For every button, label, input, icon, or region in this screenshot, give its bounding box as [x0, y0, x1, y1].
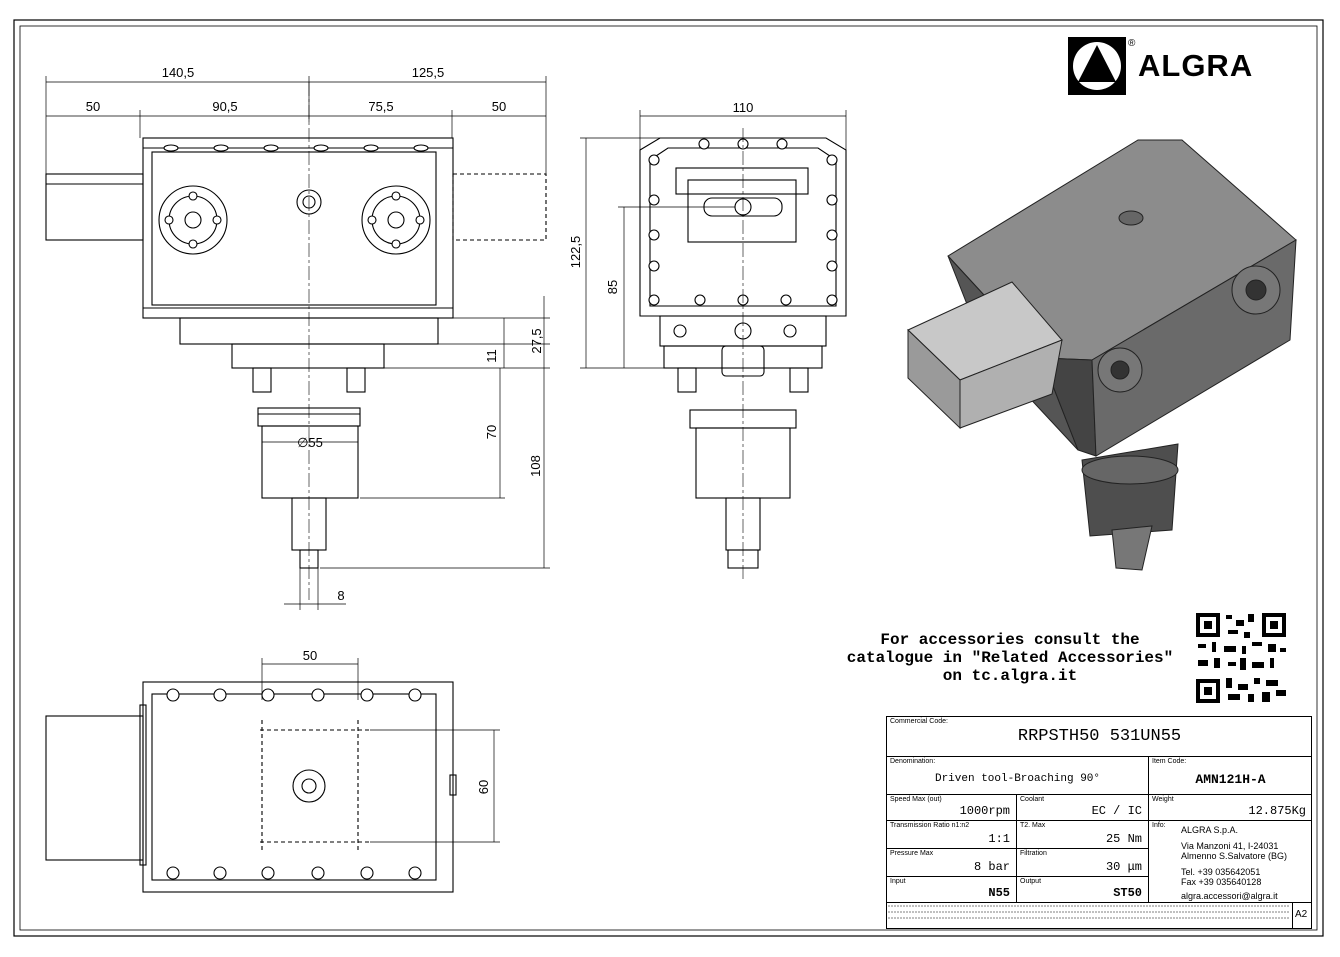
ratio-label: Transmission Ratio n1:n2: [890, 822, 970, 829]
front-view-dimension-labels: 110 122,5 85: [568, 100, 753, 294]
item-code-cell: Item Code: AMN121H-A: [1149, 757, 1312, 795]
item-code-label: Item Code:: [1152, 758, 1187, 765]
address-line-2: Almenno S.Salvatore (BG): [1181, 851, 1288, 861]
dim-bottom-60: 60: [476, 780, 491, 794]
filtration-label: Filtration: [1020, 850, 1047, 857]
dim-bottom-50: 50: [303, 648, 317, 663]
coolant-value: EC / IC: [1091, 804, 1142, 818]
dim-85: 85: [605, 280, 620, 294]
weight-label: Weight: [1152, 796, 1174, 803]
bottom-view: [45, 681, 457, 893]
dim-diameter-55: ∅55: [297, 435, 323, 450]
commercial-code-label: Commercial Code:: [890, 718, 948, 725]
commercial-code-value: RRPSTH50 531UN55: [1017, 727, 1182, 746]
side-view-dimension-labels: 140,5 125,5 50 90,5 75,5 50 27,5 11 70 1…: [86, 65, 544, 603]
dim-8: 8: [337, 588, 344, 603]
item-code-value: AMN121H-A: [1195, 772, 1266, 787]
note-line-2: catalogue in "Related Accessories": [846, 649, 1174, 667]
front-view: [639, 128, 847, 580]
registered-mark: ®: [1128, 38, 1136, 49]
dim-122-5: 122,5: [568, 236, 583, 269]
brand-name: ALGRA: [1138, 48, 1254, 83]
pressure-cell: Pressure Max 8 bar: [887, 849, 1017, 877]
note-line-1: For accessories consult the: [880, 631, 1140, 649]
qr-code: [1196, 613, 1286, 703]
dim-70: 70: [484, 425, 499, 439]
torque-label: T2. Max: [1020, 822, 1046, 829]
torque-cell: T2. Max 25 Nm: [1017, 821, 1149, 849]
algra-logo: ®: [1068, 37, 1136, 95]
coolant-label: Coolant: [1020, 796, 1045, 803]
side-view: [45, 82, 547, 600]
input-value: N55: [988, 886, 1010, 900]
dim-50-right: 50: [492, 99, 506, 114]
info-label: Info:: [1152, 822, 1166, 829]
fax: Fax +39 035640128: [1181, 877, 1262, 887]
dim-125-5: 125,5: [412, 65, 445, 80]
outer-border: [13, 19, 1324, 937]
sheet-size-cell: A2: [1292, 903, 1312, 928]
note-line-3: on tc.algra.it: [942, 667, 1078, 685]
address-line-1: Via Manzoni 41, I-24031: [1181, 841, 1279, 851]
inner-border: [19, 25, 1318, 931]
front-view-dimensions: [580, 110, 847, 369]
dim-90-5: 90,5: [212, 99, 237, 114]
pressure-value: 8 bar: [973, 860, 1010, 874]
sheet-size-value: A2: [1295, 909, 1308, 920]
ratio-value: 1:1: [988, 832, 1010, 846]
info-cell: Info: ALGRA S.p.A. Via Manzoni 41, I-240…: [1149, 821, 1312, 903]
fine-print-strip: [888, 905, 1290, 919]
weight-value: 12.875Kg: [1248, 804, 1306, 818]
dim-75-5: 75,5: [368, 99, 393, 114]
torque-value: 25 Nm: [1105, 832, 1142, 846]
company-name: ALGRA S.p.A.: [1181, 825, 1239, 835]
denomination-cell: Denomination: Driven tool-Broaching 90°: [887, 757, 1149, 795]
title-block: Commercial Code: RRPSTH50 531UN55 Denomi…: [886, 716, 1312, 929]
commercial-code-cell: Commercial Code: RRPSTH50 531UN55: [887, 717, 1312, 757]
dim-140-5: 140,5: [162, 65, 195, 80]
denomination-value: Driven tool-Broaching 90°: [934, 773, 1101, 785]
input-label: Input: [890, 878, 906, 885]
output-cell: Output ST50: [1017, 877, 1149, 903]
dim-108: 108: [528, 455, 543, 477]
accessories-note: For accessories consult the catalogue in…: [830, 631, 1190, 685]
weight-cell: Weight 12.875Kg: [1149, 795, 1312, 821]
speed-cell: Speed Max (out) 1000rpm: [887, 795, 1017, 821]
output-value: ST50: [1113, 886, 1142, 900]
filtration-cell: Filtration 30 μm: [1017, 849, 1149, 877]
bottom-view-dimensions: [261, 658, 500, 843]
speed-value: 1000rpm: [959, 804, 1010, 818]
telephone: Tel. +39 035642051: [1181, 867, 1261, 877]
isometric-render: [907, 139, 1297, 571]
filtration-value: 30 μm: [1105, 860, 1142, 874]
output-label: Output: [1020, 878, 1042, 885]
speed-label: Speed Max (out): [890, 796, 942, 803]
ratio-cell: Transmission Ratio n1:n2 1:1: [887, 821, 1017, 849]
dim-50-left: 50: [86, 99, 100, 114]
bottom-view-dimension-labels: 50 60: [303, 648, 491, 794]
denomination-label: Denomination:: [890, 758, 936, 765]
coolant-cell: Coolant EC / IC: [1017, 795, 1149, 821]
dim-110: 110: [733, 100, 754, 115]
dim-11: 11: [484, 349, 499, 363]
dim-27-5: 27,5: [529, 328, 544, 353]
input-cell: Input N55: [887, 877, 1017, 903]
side-view-dimensions: [45, 76, 550, 610]
pressure-label: Pressure Max: [890, 850, 934, 857]
email: algra.accessori@algra.it: [1181, 891, 1278, 901]
